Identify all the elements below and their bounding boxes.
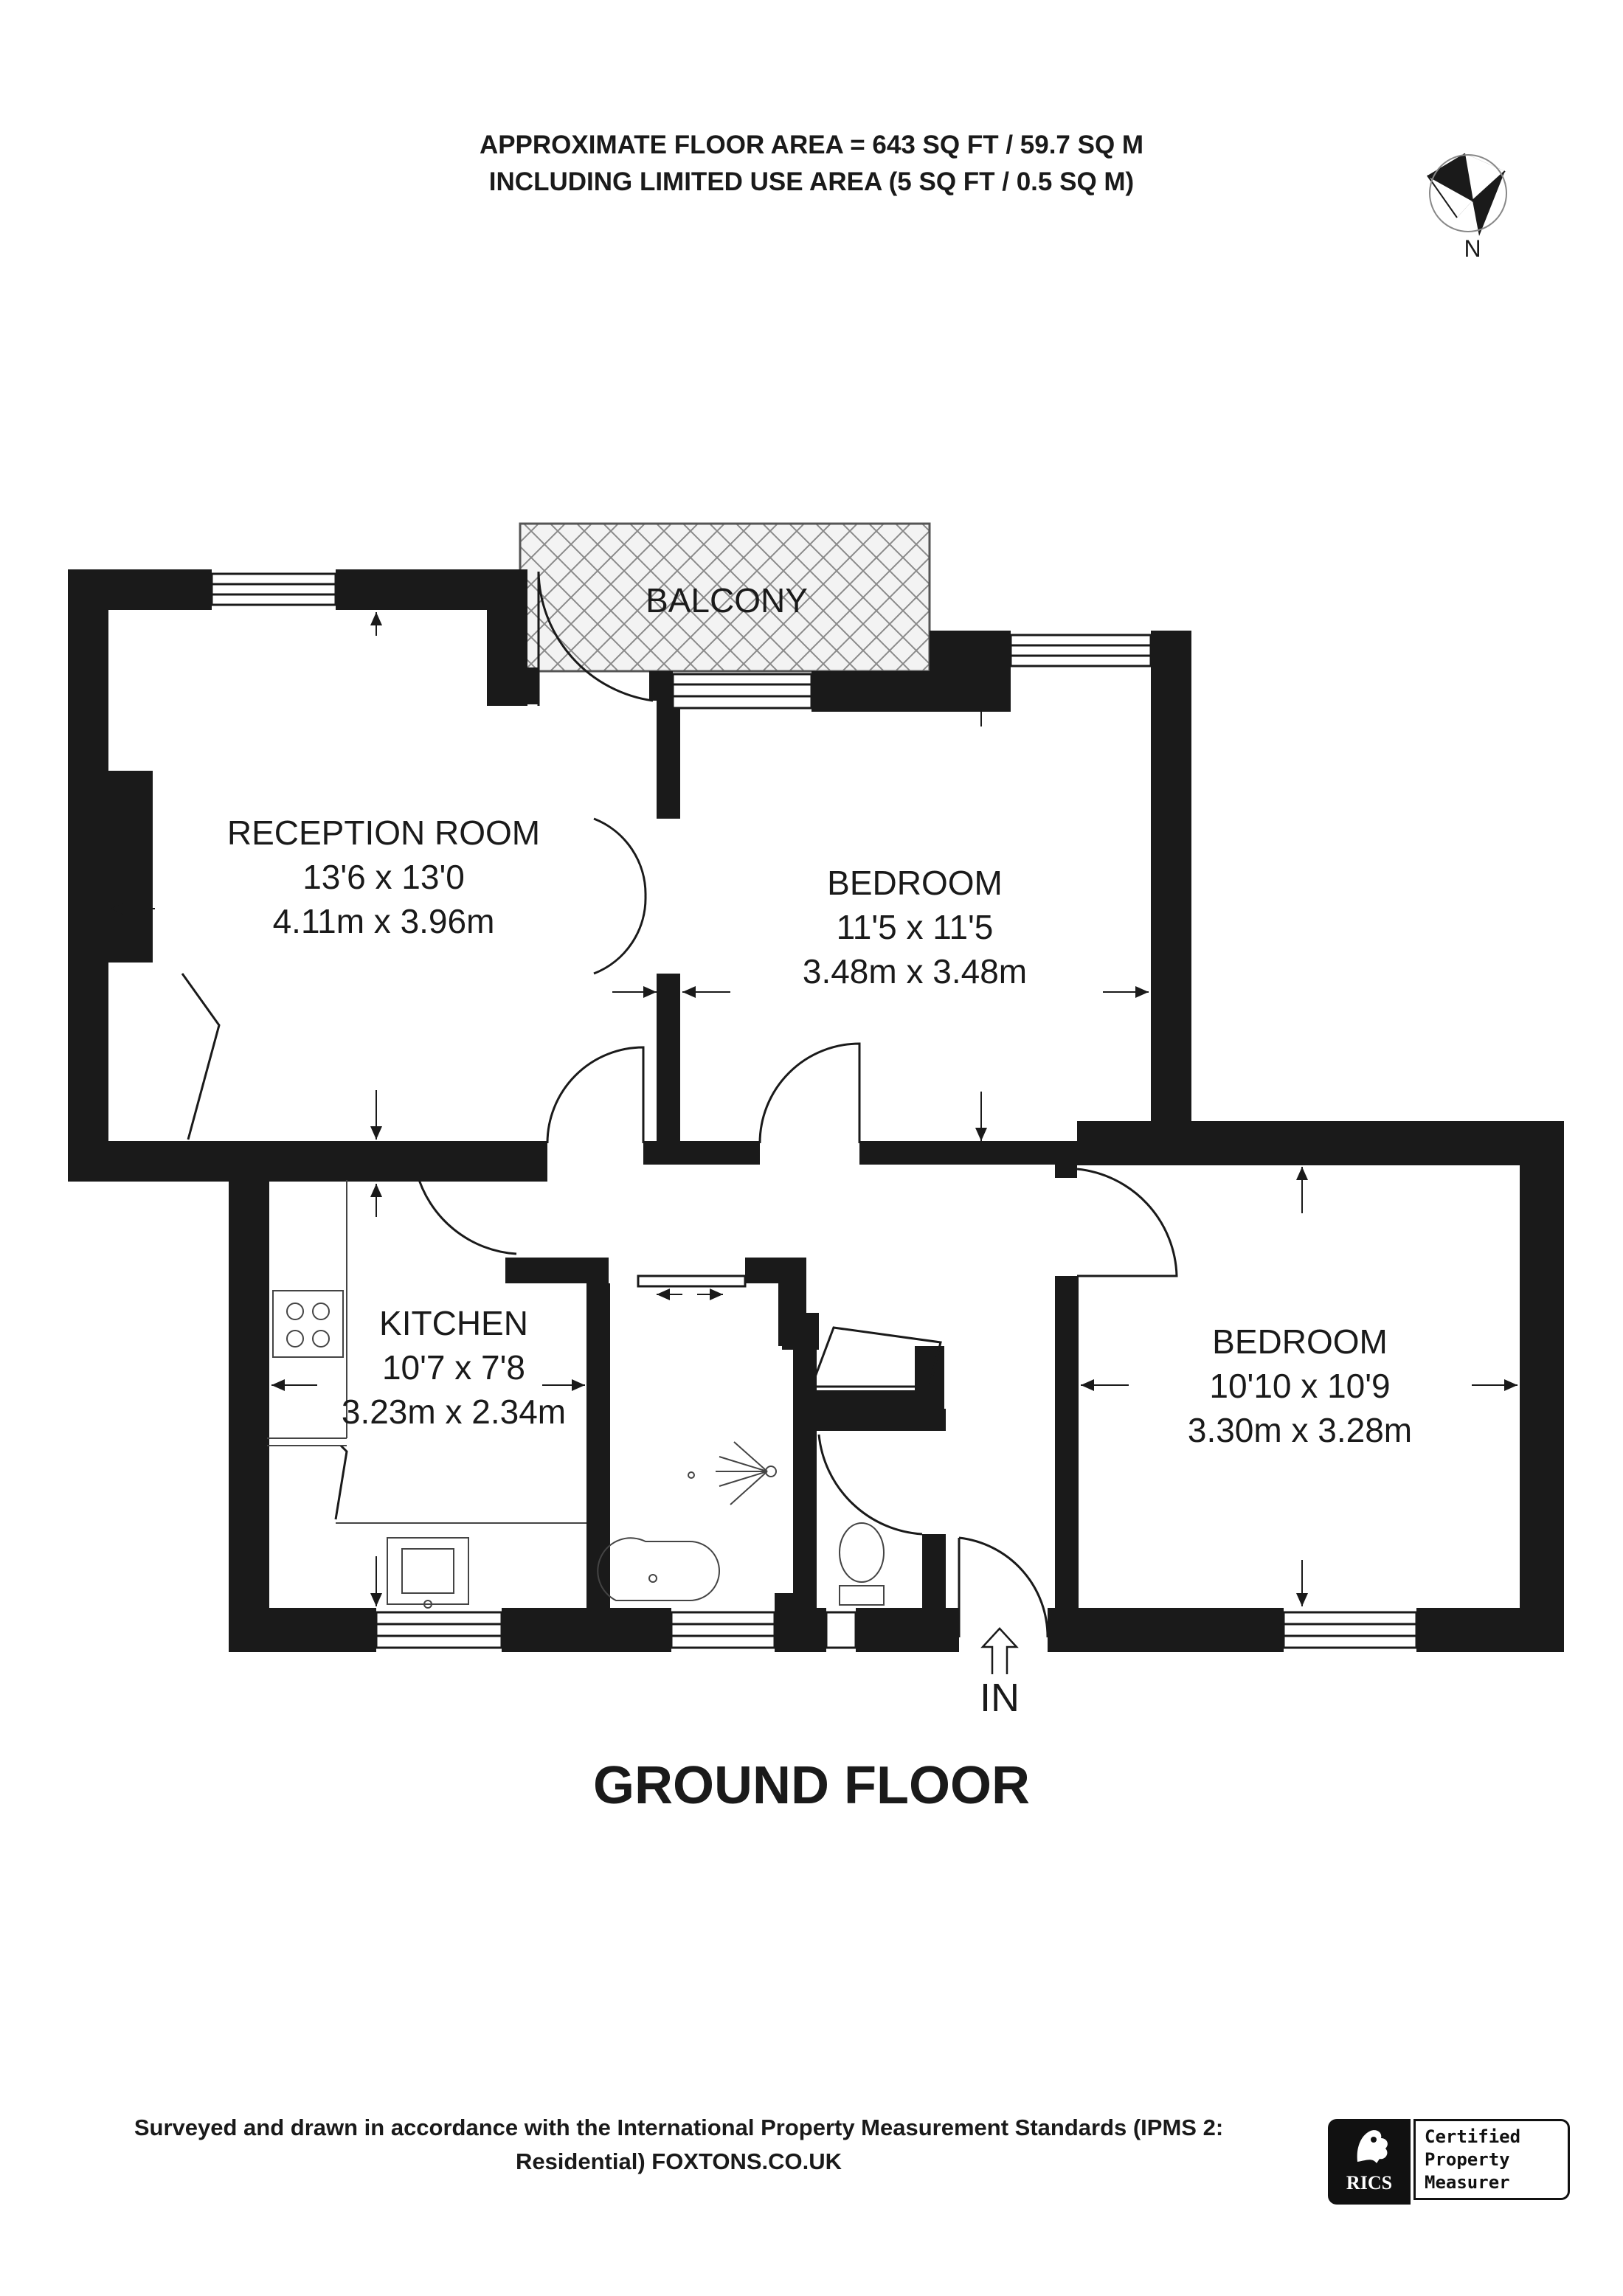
hob-icon	[272, 1290, 344, 1358]
compass-icon	[1427, 153, 1507, 236]
reception-imperial: 13'6 x 13'0	[302, 858, 465, 896]
kitchen-metric: 3.23m x 2.34m	[342, 1392, 566, 1431]
rics-logo-text: RICS	[1346, 2172, 1393, 2193]
survey-footer: Surveyed and drawn in accordance with th…	[30, 2111, 1328, 2179]
badge-line-1: Certified	[1425, 2126, 1521, 2147]
entrance-label: IN	[980, 1676, 1020, 1720]
bedroom-2-metric: 3.30m x 3.28m	[1188, 1411, 1412, 1449]
room-label-kitchen: KITCHEN 10'7 x 7'8 3.23m x 2.34m	[342, 1304, 566, 1431]
footer-line-1: Surveyed and drawn in accordance with th…	[134, 2115, 1224, 2140]
floor-area-line: APPROXIMATE FLOOR AREA = 643 SQ FT / 59.…	[479, 131, 1144, 159]
footer-line-2: Residential) FOXTONS.CO.UK	[515, 2148, 842, 2174]
kitchen-name: KITCHEN	[379, 1304, 528, 1342]
room-label-bedroom-1: BEDROOM 11'5 x 11'5 3.48m x 3.48m	[803, 864, 1027, 991]
reception-metric: 4.11m x 3.96m	[273, 902, 495, 940]
sink-icon	[387, 1537, 469, 1605]
bedroom-1-imperial: 11'5 x 11'5	[837, 908, 994, 946]
room-label-bedroom-2: BEDROOM 10'10 x 10'9 3.30m x 3.28m	[1188, 1322, 1412, 1449]
badge-line-2: Property	[1425, 2149, 1510, 2170]
bedroom-2-imperial: 10'10 x 10'9	[1209, 1367, 1390, 1405]
entrance-arrow-icon	[980, 1627, 1019, 1674]
toilet-icon	[839, 1522, 885, 1583]
balcony-area	[519, 522, 931, 673]
bathroom-fittings	[597, 1441, 885, 1606]
basin-icon	[597, 1537, 720, 1601]
bedroom-1-name: BEDROOM	[827, 864, 1003, 902]
shower-head-icon	[765, 1466, 777, 1477]
windows	[210, 572, 1418, 1649]
doors	[181, 571, 1178, 1638]
certified-measurer-box: Certified Property Measurer	[1413, 2119, 1570, 2200]
reception-name: RECEPTION ROOM	[227, 814, 540, 852]
badge-line-3: Measurer	[1425, 2172, 1510, 2193]
bedroom-1-metric: 3.48m x 3.48m	[803, 952, 1027, 991]
rics-badge: RICS Certified Property Measurer	[1328, 2119, 1574, 2205]
dimension-arrows	[111, 612, 1518, 1606]
room-label-reception: RECEPTION ROOM 13'6 x 13'0 4.11m x 3.96m	[227, 814, 540, 940]
floor-area-summary: APPROXIMATE FLOOR AREA = 643 SQ FT / 59.…	[0, 127, 1623, 201]
rics-logo: RICS	[1328, 2119, 1411, 2205]
bedroom-2-name: BEDROOM	[1212, 1322, 1388, 1361]
kitchen-fittings	[267, 1180, 586, 1609]
limited-use-area-line: INCLUDING LIMITED USE AREA (5 SQ FT / 0.…	[488, 167, 1135, 196]
compass-north-label: N	[1464, 235, 1481, 262]
rics-lion-icon	[1357, 2130, 1388, 2163]
walls	[68, 569, 1564, 1652]
balcony-label: BALCONY	[646, 581, 808, 620]
kitchen-imperial: 10'7 x 7'8	[382, 1348, 525, 1387]
floor-title: GROUND FLOOR	[593, 1756, 1030, 1815]
